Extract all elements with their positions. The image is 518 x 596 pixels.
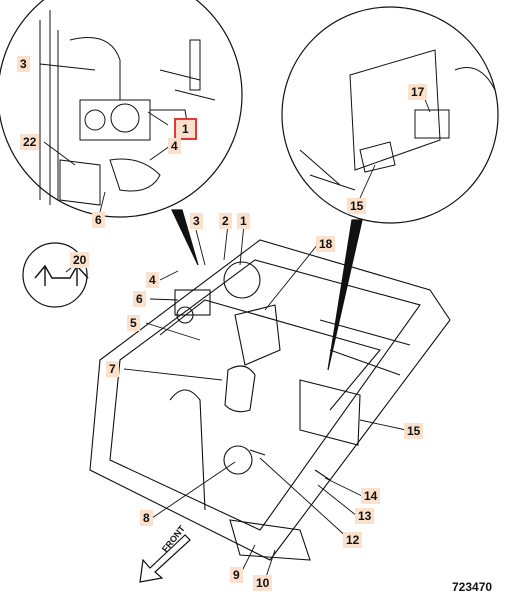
callout-20[interactable]: 20 bbox=[70, 252, 90, 268]
callout-1-selected[interactable]: 1 bbox=[174, 118, 197, 140]
callout-2[interactable]: 2 bbox=[219, 213, 232, 229]
callout-3[interactable]: 3 bbox=[17, 56, 30, 72]
callout-9[interactable]: 9 bbox=[230, 567, 243, 583]
callout-4-main[interactable]: 4 bbox=[146, 272, 159, 288]
callout-5[interactable]: 5 bbox=[127, 315, 140, 331]
front-arrow bbox=[139, 534, 191, 583]
leader-lines bbox=[39, 63, 431, 584]
bracket-20 bbox=[34, 264, 89, 286]
callout-3-main[interactable]: 3 bbox=[190, 213, 203, 229]
main-chassis bbox=[89, 239, 451, 561]
callout-1-main[interactable]: 1 bbox=[237, 213, 250, 229]
callout-6[interactable]: 6 bbox=[92, 212, 105, 228]
callout-18[interactable]: 18 bbox=[316, 236, 336, 252]
detail-circle-right bbox=[281, 6, 499, 224]
callout-15-main[interactable]: 15 bbox=[404, 423, 424, 439]
callout-22[interactable]: 22 bbox=[20, 134, 40, 150]
bracket-inset-circle bbox=[22, 242, 88, 308]
callout-8[interactable]: 8 bbox=[140, 510, 153, 526]
callout-10[interactable]: 10 bbox=[253, 575, 273, 591]
callout-14[interactable]: 14 bbox=[361, 488, 381, 504]
detail-circle-left bbox=[0, 0, 243, 218]
callout-cone-left bbox=[171, 209, 199, 266]
callout-4[interactable]: 4 bbox=[168, 138, 181, 154]
callout-12[interactable]: 12 bbox=[343, 532, 363, 548]
callout-cone-right bbox=[327, 219, 363, 371]
callout-7[interactable]: 7 bbox=[106, 361, 119, 377]
valve-block-detail bbox=[39, 10, 216, 206]
callout-17[interactable]: 17 bbox=[408, 84, 428, 100]
ecu-plate-detail bbox=[299, 49, 496, 191]
callout-15-detail[interactable]: 15 bbox=[347, 198, 367, 214]
callout-13[interactable]: 13 bbox=[355, 508, 375, 524]
callout-6-main[interactable]: 6 bbox=[133, 291, 146, 307]
figure-reference: 723470 bbox=[452, 580, 493, 594]
